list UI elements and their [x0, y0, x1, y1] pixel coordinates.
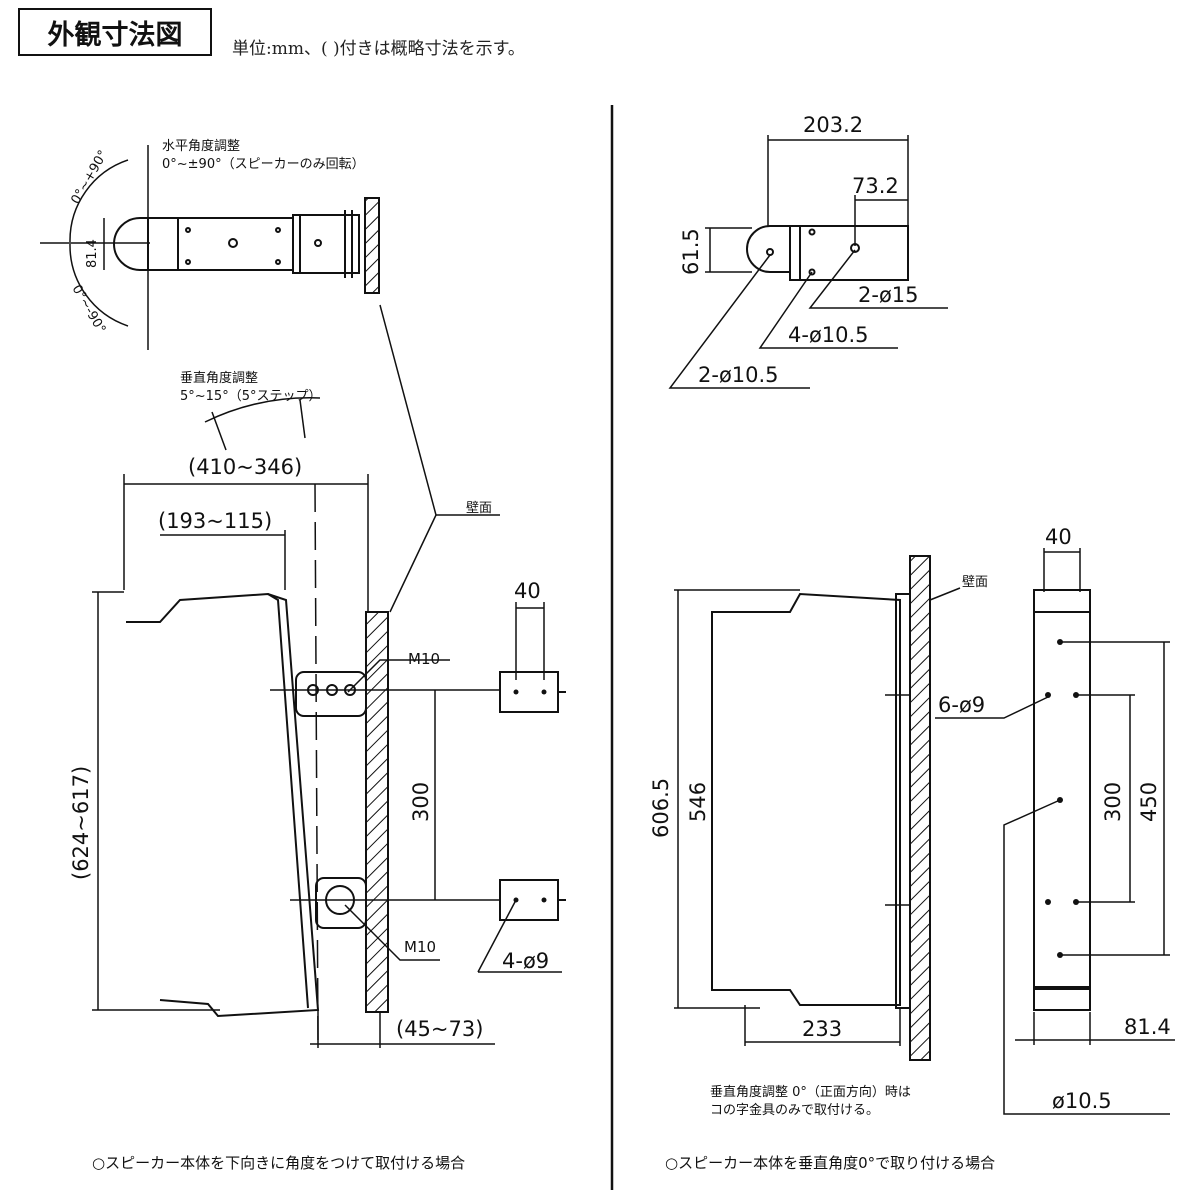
- m10-top-label: M10: [408, 650, 440, 668]
- vert-adjust-title: 垂直角度調整: [180, 370, 258, 386]
- left-side-view: [92, 304, 500, 1048]
- dim-606-5: 606.5: [649, 778, 673, 838]
- unit-note: 単位:mm、( )付きは概略寸法を示す。: [232, 39, 525, 59]
- holes-4-10-5: 4-ø10.5: [788, 323, 869, 347]
- left-bracket-views: [477, 602, 566, 973]
- dim-45-73: (45~73): [396, 1017, 483, 1041]
- right-note-line1: 垂直角度調整 0°（正面方向）時は: [710, 1084, 911, 1100]
- holes-4-9: 4-ø9: [502, 949, 549, 973]
- left-caption: ○スピーカー本体を下向きに角度をつけて取付ける場合: [92, 1154, 465, 1172]
- right-wall-label: 壁面: [962, 575, 988, 590]
- dim-81-4-right: 81.4: [1124, 1015, 1171, 1039]
- dim-233: 233: [802, 1017, 842, 1041]
- page-title: 外観寸法図: [18, 8, 212, 56]
- horiz-adjust-title: 水平角度調整: [162, 138, 240, 154]
- dim-73-2: 73.2: [852, 174, 899, 198]
- holes-2-10-5: 2-ø10.5: [698, 363, 779, 387]
- dim-410-346: (410~346): [188, 455, 302, 479]
- dim-193-115: (193~115): [158, 509, 272, 533]
- right-side-view: [674, 555, 961, 1061]
- m10-bottom-label: M10: [404, 938, 436, 956]
- dim-300-right: 300: [1101, 782, 1125, 822]
- dim-40-left: 40: [514, 579, 541, 603]
- right-top-view: [668, 135, 948, 389]
- angle-down-label: 0°~-90°: [69, 283, 109, 337]
- holes-2-15: 2-ø15: [858, 283, 919, 307]
- right-bracket-view: [935, 548, 1175, 1115]
- dim-300-left: 300: [409, 782, 433, 822]
- holes-6-9: 6-ø9: [938, 693, 985, 717]
- right-caption: ○スピーカー本体を垂直角度0°で取り付ける場合: [665, 1154, 995, 1172]
- horiz-adjust-range: 0°~±90°（スピーカーのみ回転）: [162, 157, 365, 172]
- dim-624-617: (624~617): [69, 766, 93, 880]
- left-wall-label: 壁面: [466, 501, 492, 516]
- dim-61-5: 61.5: [679, 228, 703, 275]
- dim-40-right: 40: [1045, 525, 1072, 549]
- dim-81-4-left: 81.4: [85, 239, 100, 268]
- dim-546: 546: [686, 782, 710, 822]
- vert-adjust-range: 5°~15°（5°ステップ）: [180, 389, 321, 404]
- right-note-line2: コの字金具のみで取付ける。: [710, 1102, 879, 1118]
- hole-markers: [513, 639, 1079, 958]
- dim-450: 450: [1137, 782, 1161, 822]
- left-top-view: [40, 145, 380, 350]
- dim-203-2: 203.2: [803, 113, 863, 137]
- dim-10-5: ø10.5: [1052, 1089, 1112, 1113]
- angle-up-label: 0°~+90°: [68, 148, 111, 207]
